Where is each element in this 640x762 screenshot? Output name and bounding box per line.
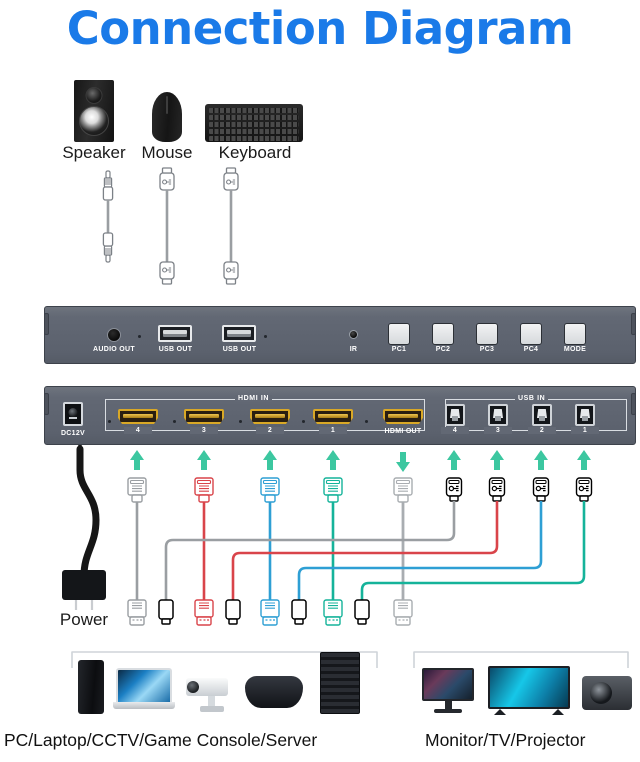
rack-ear-left <box>44 313 49 335</box>
power-label: Power <box>59 610 109 629</box>
speaker-audio-cable <box>102 170 114 263</box>
hdmi-out-label: HDMI OUT <box>384 428 422 435</box>
direction-arrows <box>130 450 591 472</box>
usb-out-port-1[interactable] <box>158 325 192 342</box>
cable-usb-in-2 <box>291 477 550 625</box>
server-rack-icon <box>320 652 360 714</box>
cable-hdmi-in-1 <box>323 477 343 626</box>
cable-hdmi-in-4 <box>127 477 147 626</box>
usb-in-label-4: 4 <box>441 427 469 434</box>
cable-hdmi-in-2 <box>260 477 280 626</box>
hdmi-in-label-1: 1 <box>319 427 347 434</box>
hdmi-in-label-2: 2 <box>256 427 284 434</box>
display-group-label: Monitor/TV/Projector <box>425 730 586 750</box>
keyboard-row <box>209 122 299 127</box>
pc4-label: PC4 <box>523 346 539 353</box>
hdmi-in-port-3[interactable] <box>184 409 224 424</box>
keyboard-usb-cable <box>223 167 239 285</box>
keyboard-row <box>209 108 299 113</box>
status-led <box>302 420 305 423</box>
keyboard-row <box>209 115 299 120</box>
status-led <box>239 420 242 423</box>
usb-in-label-1: 1 <box>571 427 599 434</box>
audio-out-jack[interactable] <box>107 328 121 342</box>
pc3-label: PC3 <box>479 346 495 353</box>
usb-in-label-2: 2 <box>528 427 556 434</box>
mode-label: MODE <box>563 346 587 353</box>
cable-usb-in-1 <box>354 477 593 625</box>
dc12v-jack[interactable] <box>63 402 83 426</box>
keyboard-row <box>209 136 299 141</box>
hdmi-in-label-3: 3 <box>190 427 218 434</box>
source-group-label: PC/Laptop/CCTV/Game Console/Server <box>4 730 318 750</box>
cable-usb-in-4 <box>158 477 463 625</box>
status-led <box>264 335 267 338</box>
speaker-label: Speaker <box>62 143 126 162</box>
usb-in-group-label: USB IN <box>515 395 549 402</box>
mouse-icon <box>152 92 182 142</box>
power-adapter-icon <box>62 441 106 610</box>
game-controller-icon <box>245 676 303 708</box>
projector-icon <box>582 676 632 710</box>
hdmi-out-port[interactable] <box>383 409 423 424</box>
cable-hdmi-out <box>393 477 413 626</box>
hdmi-in-port-4[interactable] <box>118 409 158 424</box>
ir-sensor <box>349 330 358 339</box>
usb-in-port-2[interactable] <box>532 404 552 426</box>
usb-in-port-1[interactable] <box>575 404 595 426</box>
dc12v-label: DC12V <box>60 430 86 437</box>
kvm-rear-panel: DC12V HDMI IN 4 3 2 1 HDMI OUT USB IN 4 … <box>44 386 636 445</box>
usb-in-port-4[interactable] <box>445 404 465 426</box>
pc-tower-icon <box>78 660 104 714</box>
hdmi-in-label-4: 4 <box>124 427 152 434</box>
rack-ear-right <box>631 393 636 415</box>
status-led <box>108 420 111 423</box>
pc1-label: PC1 <box>391 346 407 353</box>
pc2-button[interactable] <box>432 323 454 345</box>
pc4-button[interactable] <box>520 323 542 345</box>
pc2-label: PC2 <box>435 346 451 353</box>
mouse-label: Mouse <box>141 143 193 162</box>
mouse-usb-cable <box>159 167 175 285</box>
rack-ear-right <box>631 313 636 335</box>
laptop-icon <box>113 668 175 714</box>
kvm-front-panel: AUDIO OUT USB OUT USB OUT IR PC1 PC2 PC3… <box>44 306 636 364</box>
rack-ear-left <box>44 393 49 415</box>
monitor-icon <box>422 668 474 714</box>
usb-out-label-2: USB OUT <box>222 346 257 353</box>
keyboard-row <box>209 129 299 134</box>
cable-hdmi-in-3 <box>194 477 214 626</box>
pc1-button[interactable] <box>388 323 410 345</box>
audio-out-label: AUDIO OUT <box>93 346 135 353</box>
cable-usb-in-3 <box>225 477 506 625</box>
keyboard-icon <box>205 104 303 142</box>
tv-icon <box>488 666 570 715</box>
hdmi-in-port-2[interactable] <box>250 409 290 424</box>
hdmi-in-port-1[interactable] <box>313 409 353 424</box>
usb-in-port-3[interactable] <box>488 404 508 426</box>
speaker-tweeter <box>85 87 103 104</box>
usb-out-label-1: USB OUT <box>158 346 193 353</box>
hdmi-in-group-label: HDMI IN <box>235 395 273 402</box>
mode-button[interactable] <box>564 323 586 345</box>
pc3-button[interactable] <box>476 323 498 345</box>
usb-in-label-3: 3 <box>484 427 512 434</box>
speaker-woofer <box>79 106 109 136</box>
keyboard-label: Keyboard <box>218 143 292 162</box>
status-led <box>138 335 141 338</box>
cctv-camera-icon <box>186 672 236 714</box>
status-led <box>365 420 368 423</box>
status-led <box>173 420 176 423</box>
ir-label: IR <box>349 346 358 353</box>
usb-out-port-2[interactable] <box>222 325 256 342</box>
speaker-icon <box>74 80 114 142</box>
page-title: Connection Diagram <box>66 2 574 55</box>
